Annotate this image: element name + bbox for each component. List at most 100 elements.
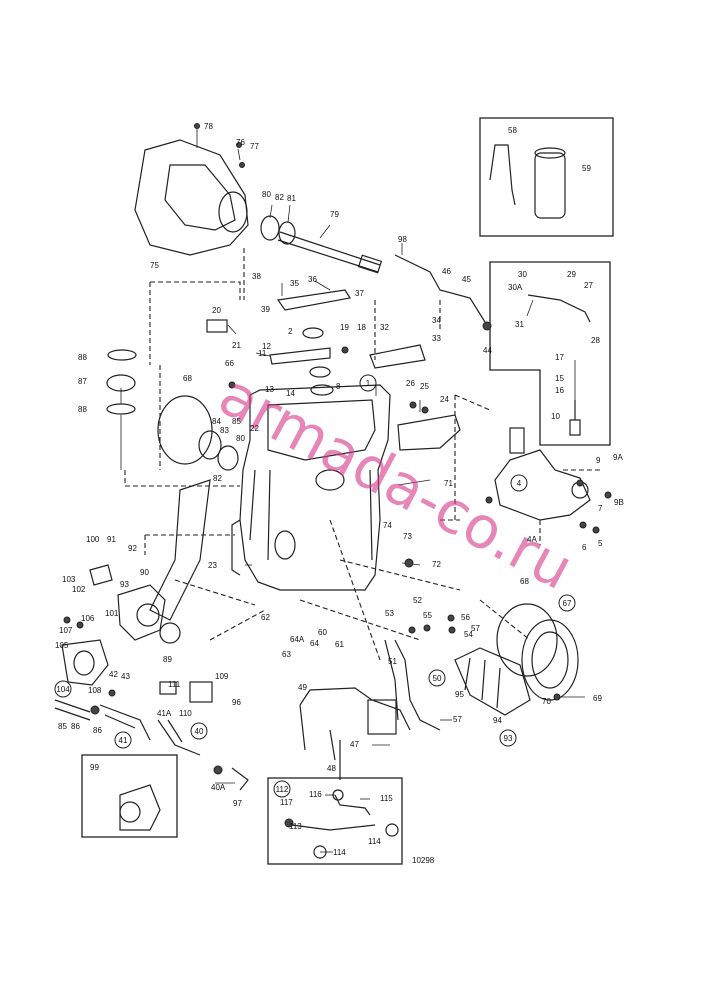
rod-98 <box>394 254 486 323</box>
o-ring-89 <box>159 622 181 644</box>
part-label-76: 76 <box>236 138 245 147</box>
hose-58 <box>489 144 516 206</box>
part-label-24: 24 <box>440 395 449 404</box>
part-label-92: 92 <box>128 544 137 553</box>
part-label-19: 19 <box>340 323 349 332</box>
part-label-15: 15 <box>555 374 564 383</box>
label-circle <box>428 669 446 687</box>
bushing-2 <box>302 327 324 339</box>
circled-label-67: 67 <box>558 594 576 612</box>
outdrive-housing <box>231 384 391 591</box>
wiring-49 <box>299 687 411 761</box>
part-label-25: 25 <box>420 382 429 391</box>
cover-105-port <box>73 650 95 676</box>
part-label-4a: 4A <box>527 535 537 544</box>
pump-99 <box>119 784 161 831</box>
part-label-18: 18 <box>357 323 366 332</box>
part-label-46: 46 <box>442 267 451 276</box>
circled-label-text: 1 <box>366 379 371 388</box>
part-label-23: 23 <box>208 561 217 570</box>
part-label-97: 97 <box>233 799 242 808</box>
part-label-35: 35 <box>290 279 299 288</box>
part-label-99: 99 <box>90 763 99 772</box>
part-label-85a: 85 <box>232 417 241 426</box>
fitting-102 <box>89 564 113 586</box>
part-label-77: 77 <box>250 142 259 151</box>
part-label-48: 48 <box>327 764 336 773</box>
part-label-11: 11 <box>258 349 267 358</box>
part-label-78: 78 <box>204 122 213 131</box>
inset-box-99 <box>81 754 178 838</box>
part-label-75: 75 <box>150 261 159 270</box>
part-label-94: 94 <box>493 716 502 725</box>
cylinder-59 <box>534 147 566 219</box>
hose-40 <box>157 719 201 756</box>
circled-label-50: 50 <box>428 669 446 687</box>
flange-67 <box>521 619 579 701</box>
part-label-102: 102 <box>72 585 86 594</box>
part-label-53: 53 <box>385 609 394 618</box>
part-label-62: 62 <box>261 613 270 622</box>
part-label-80b: 80 <box>236 434 245 443</box>
part-label-103: 103 <box>62 575 76 584</box>
inset-box-112 <box>267 777 403 865</box>
tube-111 <box>159 681 177 695</box>
part-label-32: 32 <box>380 323 389 332</box>
part-label-52: 52 <box>413 596 422 605</box>
part-label-81: 81 <box>287 194 296 203</box>
cover-24 <box>397 414 461 451</box>
part-label-56: 56 <box>461 613 470 622</box>
circled-label-text: 93 <box>504 734 513 743</box>
part-label-107: 107 <box>59 626 73 635</box>
part-label-58: 58 <box>508 126 517 135</box>
bearing-80 <box>217 445 239 471</box>
part-label-36: 36 <box>308 275 317 284</box>
part-label-10: 10 <box>551 412 560 421</box>
circled-label-text: 50 <box>433 674 442 683</box>
part-label-31: 31 <box>515 320 524 329</box>
circled-label-text: 112 <box>276 785 289 794</box>
part-label-26: 26 <box>406 379 415 388</box>
part-label-74: 74 <box>383 521 392 530</box>
part-label-113: 113 <box>289 822 302 831</box>
part-label-90: 90 <box>140 568 149 577</box>
plate-32 <box>369 344 426 369</box>
plate-20 <box>206 319 228 333</box>
cable-31 <box>527 294 591 323</box>
fitting-97 <box>231 767 249 791</box>
o-ring-68 <box>157 395 213 465</box>
pump-101 <box>117 584 166 641</box>
part-label-9a: 9A <box>613 453 623 462</box>
part-label-101: 101 <box>105 609 119 618</box>
circled-label-text: 104 <box>56 685 70 694</box>
part-label-115: 115 <box>380 794 393 803</box>
part-label-21: 21 <box>232 341 241 350</box>
part-label-98: 98 <box>398 235 407 244</box>
link-11 <box>269 347 331 365</box>
cable-53 <box>384 639 399 721</box>
part-label-40a: 40A <box>211 783 226 792</box>
part-label-71: 71 <box>444 479 453 488</box>
seal-kit-88 <box>106 349 137 470</box>
flange-109 <box>189 681 213 703</box>
part-label-54: 54 <box>464 630 473 639</box>
part-label-51: 51 <box>388 657 397 666</box>
part-label-42: 42 <box>109 670 118 679</box>
part-label-93s: 93 <box>120 580 129 589</box>
circled-label-93: 93 <box>499 729 517 747</box>
part-label-44: 44 <box>483 346 492 355</box>
part-label-64a: 64A <box>290 635 305 644</box>
part-label-73: 73 <box>403 532 412 541</box>
part-label-86a: 86 <box>71 722 80 731</box>
part-label-22: 22 <box>250 424 259 433</box>
part-label-47: 47 <box>350 740 359 749</box>
part-label-114a: 114 <box>333 848 346 857</box>
part-label-9b: 9B <box>614 498 624 507</box>
block-47 <box>367 699 397 735</box>
bushing-3 <box>309 366 331 378</box>
part-label-34: 34 <box>432 316 441 325</box>
part-label-96: 96 <box>232 698 241 707</box>
